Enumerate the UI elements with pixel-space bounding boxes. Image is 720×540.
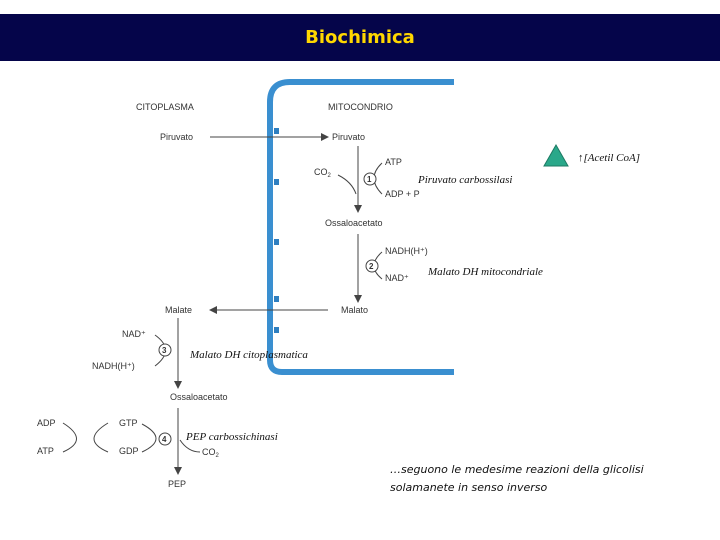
step2-enzyme-label: Malato DH mitocondriale [427, 266, 543, 278]
malate-cytoplasm: Malate [165, 305, 192, 315]
co2-release-curve [179, 439, 201, 453]
gdp-step4: GDP [119, 446, 139, 456]
step3-number: 3 [162, 346, 167, 355]
step2-badge [365, 259, 379, 273]
slide-title: Biochimica [305, 27, 415, 48]
note-line1: …seguono le medesime reazioni della glic… [390, 463, 644, 476]
oxaloacetate-mitochondrion: Ossaloacetato [325, 218, 383, 228]
cytoplasm-label: CITOPLASMA [136, 102, 194, 112]
step4-enzyme-label: PEP carbossichinasi [185, 431, 278, 443]
nad-step3: NAD⁺ [122, 329, 146, 339]
gtp-gdp-curve [141, 423, 157, 453]
step2-number: 2 [369, 262, 374, 271]
step4-badge [158, 432, 172, 446]
step1-enzyme-label: Piruvato carbossilasi [417, 174, 512, 186]
oxaloacetate-cytoplasm: Ossaloacetato [170, 392, 228, 402]
gtp-exchange-curve [93, 422, 109, 453]
nad-step2: NAD⁺ [385, 273, 409, 283]
nadh-step3: NADH(H⁺) [92, 361, 135, 371]
gtp-step4: GTP [119, 418, 138, 428]
step4-number: 4 [162, 435, 167, 444]
pep-label: PEP [168, 479, 186, 489]
mitochondrion-label: MITOCONDRIO [328, 102, 393, 112]
pyruvate-mitochondrion: Piruvato [332, 132, 365, 142]
adp-side: ADP [37, 418, 56, 428]
membrane-transporters [274, 128, 279, 333]
co2-step1: CO2 [314, 167, 332, 179]
mitochondrial-membrane [267, 79, 454, 375]
adp-step1: ADP + P [385, 189, 420, 199]
step3-badge [158, 343, 172, 357]
step3-enzyme-label: Malato DH citoplasmatica [189, 349, 308, 361]
nadh-step2: NADH(H⁺) [385, 246, 428, 256]
note-line2: solamanete in senso inverso [390, 481, 548, 494]
acetyl-coa-label: ↑[Acetil CoA] [578, 152, 640, 164]
step1-badge [363, 172, 377, 186]
title-bar: Biochimica [0, 14, 720, 61]
triangle-icon [543, 143, 569, 167]
malate-mitochondrion: Malato [341, 305, 368, 315]
co2-curve [337, 174, 357, 195]
pyruvate-cytoplasm: Piruvato [160, 132, 193, 142]
step1-number: 1 [367, 175, 372, 184]
co2-step4: CO2 [202, 447, 220, 459]
atp-step1: ATP [385, 157, 402, 167]
atp-side: ATP [37, 446, 54, 456]
adp-atp-curve [62, 422, 77, 453]
